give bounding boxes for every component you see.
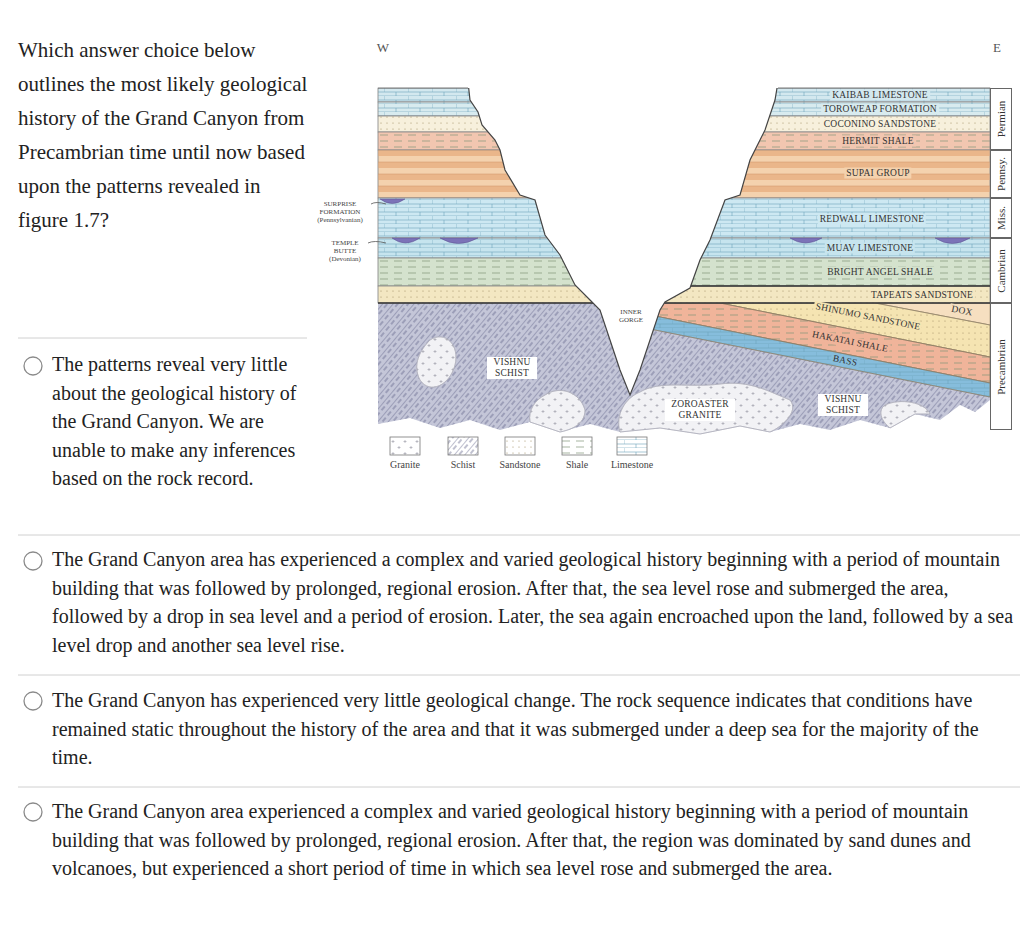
temple-butte-lens [440, 238, 478, 244]
compass-direction: W [377, 41, 389, 55]
separator-lines [18, 787, 1020, 788]
answer-choice: The Grand Canyon has experienced very li… [52, 686, 1014, 772]
canyon-profile [468, 82, 778, 395]
period-box: Precambrian [990, 303, 1012, 430]
legend-label: Limestone [611, 459, 653, 471]
strata-label: COCONINO SANDSTONE [822, 119, 938, 130]
strata-label: BRIGHT ANGEL SHALE [825, 267, 934, 278]
radio-button [24, 357, 42, 821]
period-box: Permian [990, 88, 1012, 150]
strata-label: SUPAI GROUP [844, 168, 911, 179]
rock-label: VISHNU SCHIST [818, 394, 868, 416]
legend [390, 437, 647, 455]
separator-lines [18, 535, 1020, 536]
legend-swatch [505, 437, 535, 455]
answer-choice: The Grand Canyon area has experienced a … [52, 545, 1014, 659]
granite-intrusion [417, 337, 456, 387]
legend-swatch [448, 437, 478, 455]
granite-intrusion [530, 390, 585, 432]
tilted-strata [620, 303, 990, 383]
legend-label: Schist [451, 459, 475, 471]
formation-label: TEMPLE BUTTE (Devonian) [325, 239, 365, 263]
leader-line [368, 203, 386, 244]
strata-label: MUAV LIMESTONE [825, 243, 915, 254]
legend-swatch [505, 437, 535, 455]
formation-label: SURPRISE FORMATION (Pennsylvanian) [311, 200, 369, 224]
granite-intrusion [417, 337, 456, 387]
legend-swatch [390, 437, 420, 455]
tilted-strata [620, 309, 990, 397]
separator-lines [18, 338, 307, 339]
legend-swatch [448, 437, 478, 455]
strata-label: HERMIT SHALE [840, 136, 916, 147]
strata-label: TAPEATS SANDSTONE [869, 290, 975, 301]
leader-line [368, 242, 386, 244]
granite-intrusion [619, 383, 793, 434]
period-name: Permian [995, 101, 1007, 138]
period-box: Pennsy. [990, 150, 1012, 198]
temple-butte-lens [790, 238, 822, 243]
legend-swatch [562, 437, 592, 455]
legend-swatch [448, 437, 478, 455]
compass-direction: E [993, 41, 1001, 55]
temple-butte-lens [380, 199, 405, 204]
unconformity-line [665, 285, 990, 287]
temple-butte-lens [935, 238, 970, 244]
legend-swatch [505, 437, 535, 455]
gorge-label: INNER GORGE [613, 308, 649, 324]
period-name: Precambrian [995, 339, 1007, 395]
answer-choice: The Grand Canyon area experienced a comp… [52, 797, 1014, 883]
legend-swatch [617, 437, 647, 455]
radio-button [24, 692, 42, 710]
legend-swatch [562, 437, 592, 455]
radio-button [24, 552, 42, 570]
canyon-rim [378, 88, 990, 89]
period-box: Cambrian [990, 238, 1012, 303]
strata-label: KAIBAB LIMESTONE [830, 90, 930, 101]
granite-intrusion [619, 383, 793, 434]
legend-label: Granite [390, 459, 420, 471]
rock-label: VISHNU SCHIST [487, 357, 537, 379]
separator-lines [18, 675, 1020, 676]
rock-label: ZOROASTER GRANITE [665, 399, 735, 421]
granite-intrusion [530, 390, 585, 432]
period-name: Pennsy. [995, 157, 1007, 191]
radio-button [24, 357, 42, 375]
tilted-strata [620, 309, 990, 397]
unconformity-line [378, 302, 990, 304]
sky-mask [378, 80, 990, 88]
granite-intrusion [881, 402, 930, 428]
temple-butte-lens [392, 238, 420, 243]
legend-swatch [617, 437, 647, 455]
legend-swatch [390, 437, 420, 455]
strata-label: REDWALL LIMESTONE [818, 214, 926, 225]
tilted-strata [620, 303, 990, 383]
question-text: Which answer choice below outlines the m… [18, 33, 310, 237]
answer-choice: The patterns reveal very little about th… [52, 350, 307, 493]
legend-label: Shale [566, 459, 588, 471]
radio-button [24, 803, 42, 821]
legend-swatch [562, 437, 592, 455]
legend-swatch [617, 437, 647, 455]
period-box: Miss. [990, 198, 1012, 238]
period-name: Miss. [995, 206, 1007, 230]
legend-swatch [390, 437, 420, 455]
leader-line [371, 203, 386, 205]
granite-intrusion [881, 402, 930, 428]
strata-label: TOROWEAP FORMATION [821, 104, 939, 115]
period-name: Cambrian [995, 249, 1007, 292]
tilted-strata [620, 303, 990, 397]
legend-label: Sandstone [499, 459, 540, 471]
